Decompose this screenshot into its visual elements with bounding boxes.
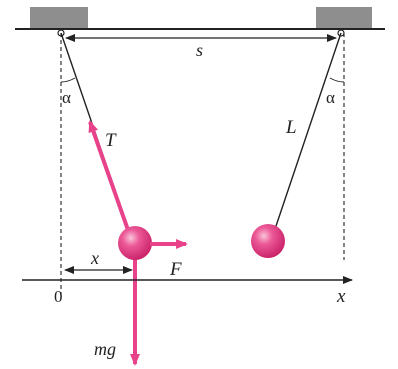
force-label: F: [169, 259, 182, 280]
right-string: [273, 32, 342, 233]
left-support-block: [30, 7, 88, 29]
origin-label: 0: [54, 287, 63, 306]
equilibrium-ball: [251, 224, 285, 258]
left-angle-arc: [60, 77, 76, 83]
right-angle-label: α: [326, 88, 335, 107]
displacement-label: x: [90, 248, 99, 268]
right-support-block: [316, 7, 372, 29]
tension-vector: [88, 120, 130, 231]
right-angle-arc: [329, 77, 345, 83]
displaced-ball: [118, 226, 152, 260]
weight-label: mg: [94, 339, 116, 359]
left-angle-label: α: [62, 88, 71, 107]
tension-label: T: [105, 130, 117, 151]
length-label: L: [285, 117, 297, 138]
separation-label: s: [196, 40, 203, 60]
axis-label: x: [336, 286, 346, 307]
